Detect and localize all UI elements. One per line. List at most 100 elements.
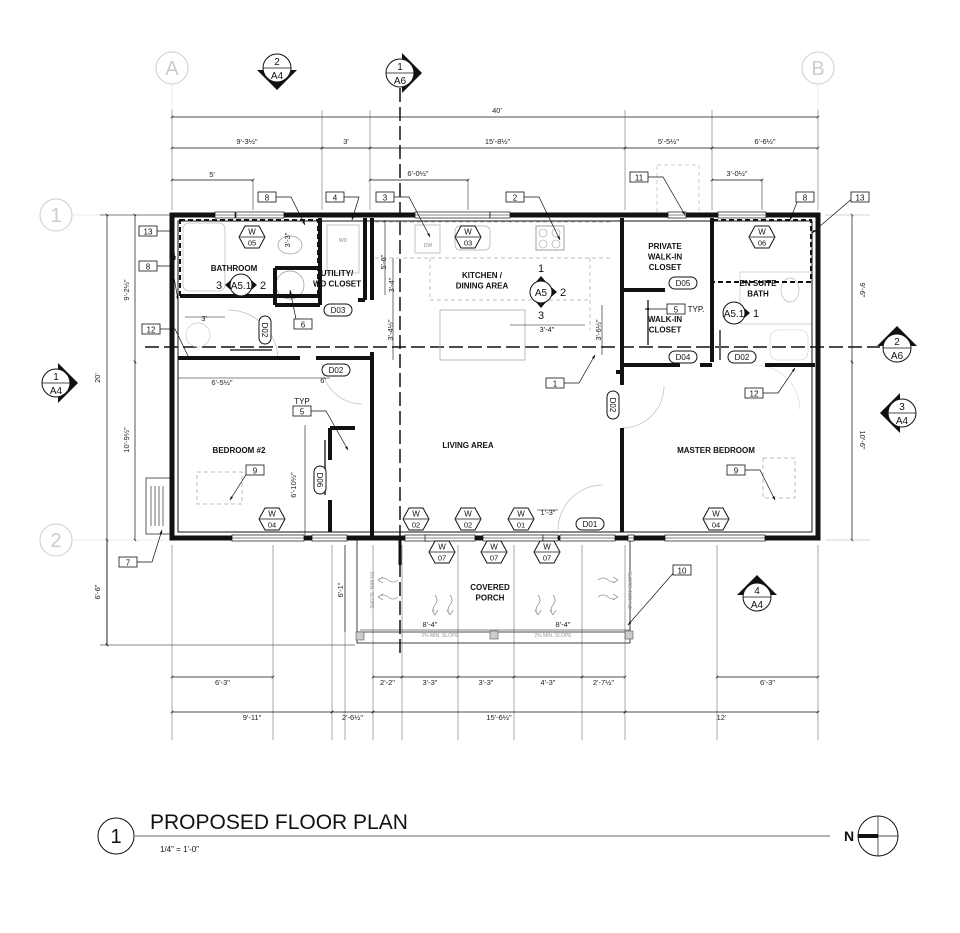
keynote-box <box>629 171 649 183</box>
interior-dimension: 6'-5½" <box>211 378 233 387</box>
window-tag-number: 04 <box>712 521 720 530</box>
door-tag-label: D02 <box>329 366 344 375</box>
grid-label: 2 <box>50 530 61 552</box>
sound-insulation-outline <box>712 219 812 283</box>
keynote-tag: 5 <box>644 303 686 315</box>
slope-note: 2% MIN. SLOPE <box>534 633 572 639</box>
room-label: WD CLOSET <box>313 280 361 289</box>
keynote-tag: 7 <box>118 529 163 568</box>
burner <box>551 228 561 238</box>
kitchen-island <box>439 309 526 361</box>
slope-arrow <box>534 594 542 616</box>
keynote-box <box>293 318 313 330</box>
elevation-sheet: A5 <box>535 288 548 299</box>
keynote-tag: 9 <box>726 464 776 501</box>
door-tag: D02 <box>258 315 272 345</box>
window-tag: W02 <box>402 507 430 531</box>
keynote-box <box>545 377 565 389</box>
door-tag-label: D06 <box>315 473 324 488</box>
room-label: BATHROOM <box>211 264 258 273</box>
window-tag-type: W <box>412 510 420 519</box>
keynote-box <box>672 564 692 576</box>
dimension-label: 9'-6" <box>858 283 867 298</box>
toilet <box>277 235 303 255</box>
dimension-label: 15'-6½" <box>486 713 512 722</box>
bathtub <box>182 222 226 292</box>
keynote-box <box>138 225 158 237</box>
door-tag-label: D02 <box>735 353 750 362</box>
range-cooktop <box>535 225 565 251</box>
door-tag-oval <box>321 363 351 377</box>
exterior-equipment-pad <box>656 164 700 214</box>
exterior-wall-inner <box>177 220 813 533</box>
dimension-label: 6'-0½" <box>407 169 429 178</box>
grid-label: B <box>811 58 824 80</box>
window-tag-number: 03 <box>464 239 472 248</box>
dimensions: 40'9'-3½"3'15'-8½"5'-5½"6'-6½"5'6'-0½"3'… <box>93 106 870 740</box>
window-tag-number: 07 <box>438 554 446 563</box>
keynote-tag: 11 <box>629 171 686 216</box>
section-number: 3 <box>899 402 905 413</box>
room-label: MASTER BEDROOM <box>677 446 755 455</box>
dimension-label: 6'-6" <box>93 584 102 599</box>
slope-note: 2% MIN. SLOPE <box>368 571 374 609</box>
room-label: CLOSET <box>649 263 682 272</box>
door-tag: D02 <box>727 350 757 364</box>
window-tag-number: 02 <box>464 521 472 530</box>
window-tag-number: 01 <box>517 521 525 530</box>
slope-arrow <box>431 594 439 616</box>
section-sheet: A6 <box>891 351 904 362</box>
door-tag-label: D01 <box>583 520 598 529</box>
keynote-leader <box>276 196 306 226</box>
slope-arrow <box>597 593 619 601</box>
interior-dimension: 8'-4" <box>556 620 571 629</box>
elevation-number: 2 <box>260 280 266 292</box>
sink <box>185 322 211 348</box>
window-tag-number: 07 <box>543 554 551 563</box>
keynote-number: 8 <box>803 194 808 203</box>
burner <box>538 239 548 249</box>
interior-dimension: 6' <box>320 376 326 385</box>
section-marker: 2A4 <box>257 53 297 90</box>
window-tag: W 07 <box>428 540 456 564</box>
walls <box>169 211 821 542</box>
dishwasher <box>414 224 441 254</box>
door-tag-oval <box>323 303 353 317</box>
room-label: EN SUITE <box>740 279 778 288</box>
keynote-tag: 1 <box>545 354 596 389</box>
interior-dimension: 3'-3" <box>283 232 292 247</box>
dimension-label: 40' <box>492 106 502 115</box>
burner <box>538 228 548 238</box>
keynote-leader <box>311 410 349 451</box>
window-tag: W07 <box>480 540 508 564</box>
keynote-leader <box>763 367 796 394</box>
keynote-box <box>245 464 265 476</box>
keynote-number: 1 <box>553 380 558 389</box>
typ-note: TYP. <box>688 305 705 314</box>
door-tag: D06 <box>313 465 327 495</box>
keynote-number: 6 <box>301 321 306 330</box>
door-tag: D01 <box>575 517 605 531</box>
window-tag-type: W <box>438 543 446 552</box>
dimension-label: 3' <box>343 137 349 146</box>
keynote-number: 4 <box>333 194 338 203</box>
vanity <box>769 329 809 361</box>
room-label: DINING AREA <box>456 282 509 291</box>
keynote-tag: 4 <box>325 191 360 221</box>
elevation-number: 3 <box>538 310 544 322</box>
elevation-number: 1 <box>538 263 544 275</box>
dimension-label: 3'-0½" <box>726 169 748 178</box>
porch-post <box>489 630 499 640</box>
keynote-box <box>744 387 764 399</box>
room-label: WALK-IN <box>648 315 682 324</box>
interior-dimension: 6'-1" <box>336 582 345 597</box>
keynote-number: 9 <box>253 467 258 476</box>
slope-note: 2% MIN. SLOPE <box>421 633 459 639</box>
door-tag-oval <box>313 465 327 495</box>
keynote-leader <box>745 469 776 501</box>
